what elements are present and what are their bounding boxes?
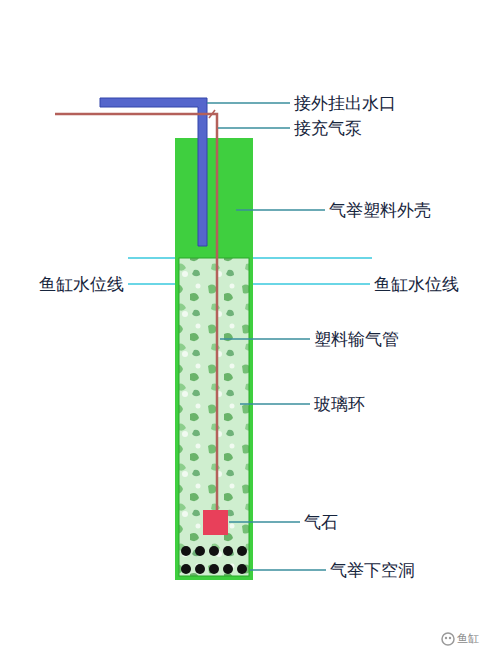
housing bbox=[175, 138, 253, 580]
bottom-holes bbox=[181, 546, 247, 574]
outlet-label: 接外挂出水口 bbox=[294, 93, 396, 113]
pump-label: 接充气泵 bbox=[294, 118, 362, 138]
watermark: 鱼缸 bbox=[457, 632, 479, 646]
housing-label: 气举塑料外壳 bbox=[329, 200, 431, 220]
air-stone-label: 气石 bbox=[304, 512, 338, 532]
leader-lines bbox=[207, 103, 326, 570]
water-line bbox=[128, 283, 175, 285]
water-line bbox=[253, 283, 370, 285]
air-tube-label: 塑料输气管 bbox=[314, 329, 399, 349]
water-level-label: 鱼缸水位线 bbox=[374, 274, 459, 294]
water-level-label: 鱼缸水位线 bbox=[39, 274, 124, 294]
outlet-pipe bbox=[100, 98, 207, 246]
holes-label: 气举下空洞 bbox=[330, 560, 415, 580]
air-tube bbox=[55, 114, 217, 512]
glass-rings bbox=[179, 258, 249, 576]
glass-ring-label: 玻璃环 bbox=[314, 394, 365, 414]
air-stone bbox=[203, 510, 228, 535]
watermark-icon bbox=[442, 633, 454, 645]
